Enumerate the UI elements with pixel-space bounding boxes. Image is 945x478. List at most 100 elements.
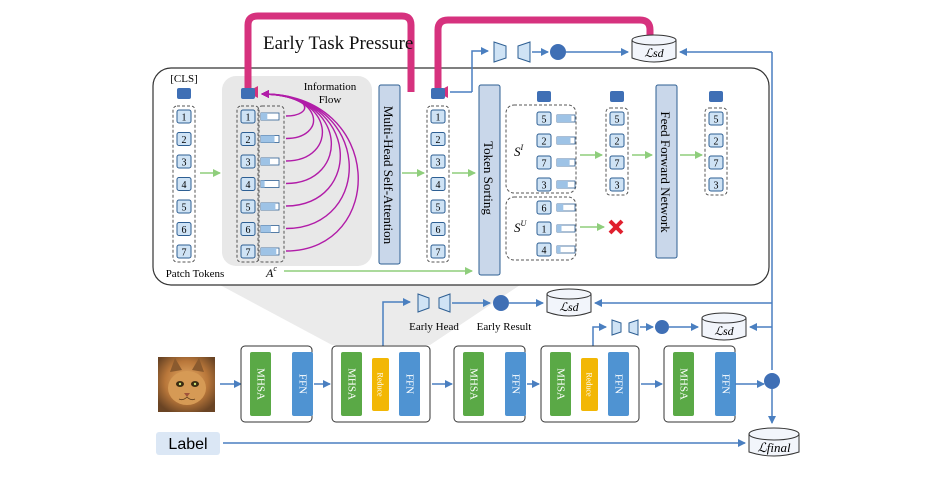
ffn-bar (655, 84, 678, 259)
token-box (430, 222, 446, 236)
attention-score-fill (261, 225, 271, 233)
token-box (536, 133, 552, 148)
col1-dash-box (172, 105, 196, 263)
ffn-module-label: FFN (510, 374, 522, 394)
token-box (609, 177, 625, 192)
token-number: 2 (182, 135, 187, 146)
ffn-module (608, 352, 629, 416)
mhsa-module (550, 352, 571, 416)
token-box (240, 222, 256, 236)
token-number: 2 (615, 137, 620, 148)
attention-score-label: Ac (265, 264, 277, 280)
set-su-label: SU (514, 219, 528, 235)
mid-early-result-node (493, 295, 509, 311)
early-head-label: Early Head (409, 321, 459, 333)
token-number: 5 (714, 115, 719, 126)
token-number: 4 (542, 246, 547, 257)
score-column-dash-box (257, 105, 285, 263)
mhsa-module (673, 352, 694, 416)
ffn-bar-label: Feed Forward Network (658, 111, 673, 233)
token-number: 1 (182, 113, 187, 124)
attention-score-fill (261, 248, 277, 255)
token-number: 1 (436, 113, 441, 124)
final-output-node (764, 373, 780, 389)
ffn-module-label: FFN (720, 374, 732, 394)
mhsa-module (341, 352, 362, 416)
token-box (609, 111, 625, 126)
mhsa-module-label: MHSA (255, 368, 267, 400)
reduce-module-label: Reduce (376, 373, 385, 397)
token-number: 5 (436, 203, 441, 214)
col2-dash-box (236, 105, 260, 263)
token-box (176, 154, 192, 169)
token-number: 5 (246, 203, 251, 214)
mhsa-module-label: MHSA (678, 368, 690, 400)
ffn-module (715, 352, 736, 416)
token-box (536, 221, 552, 236)
low-head-arrow (592, 323, 607, 346)
token-box (176, 222, 192, 236)
final-loss: ℒfinal (748, 427, 800, 457)
info-flow-arc (261, 90, 350, 230)
input-cat-image (156, 355, 217, 414)
ffn-module-label: FFN (613, 374, 625, 394)
attention-score-fill (261, 113, 268, 120)
token-box (430, 154, 446, 169)
top-early-result-node (550, 44, 566, 60)
drop-cross-icon (608, 219, 624, 235)
token-number: 3 (714, 181, 719, 192)
mid-head-arrow (382, 298, 411, 346)
ffn-module (505, 352, 526, 416)
info-flow-label-1: Information (304, 81, 357, 93)
cls-token-col3 (431, 88, 445, 99)
attention-score-fill (557, 137, 571, 144)
keptcol-dash-box (605, 107, 629, 196)
attention-score-fill (557, 115, 572, 122)
token-number: 5 (615, 115, 620, 126)
token-number: 3 (615, 181, 620, 192)
outcol-dash-box (704, 107, 728, 196)
label-box-text: Label (168, 436, 207, 453)
top-head-arrow-up (471, 47, 489, 92)
token-number: 7 (182, 248, 187, 259)
info-flow-label-2: Flow (319, 94, 342, 106)
early-pressure-loop-2 (434, 16, 654, 98)
ffn-module (399, 352, 420, 416)
token-box (176, 199, 192, 214)
token-box (536, 111, 552, 126)
mhsa-module (250, 352, 271, 416)
col3-dash-box (426, 105, 450, 263)
token-number: 2 (246, 135, 251, 146)
token-number: 3 (182, 158, 187, 169)
attention-score-fill (261, 203, 276, 210)
reduce-module-label: Reduce (585, 373, 594, 397)
token-box (708, 177, 724, 192)
token-sorting-label: Token Sorting (481, 141, 496, 215)
low-early-result-node (655, 320, 669, 334)
token-box (240, 154, 256, 169)
token-number: 6 (542, 204, 547, 215)
low-early-head-icon (611, 319, 639, 336)
token-number: 6 (436, 225, 441, 236)
token-number: 7 (542, 159, 547, 170)
ffn-module-label: FFN (404, 374, 416, 394)
reduce-module (372, 358, 389, 411)
token-number: 3 (436, 158, 441, 169)
token-box (708, 133, 724, 148)
set-si-box (505, 104, 577, 194)
mhsa-bar-label: Multi-Head Self-Attention (381, 106, 396, 245)
attention-score-fill (261, 180, 265, 188)
token-number: 1 (542, 225, 547, 236)
attention-score-fill (557, 181, 568, 188)
attention-score-fill (557, 225, 562, 232)
token-box (176, 244, 192, 259)
top-early-head-icon (493, 41, 531, 63)
token-box (708, 111, 724, 126)
top-loss-sd-label: ℒsd (644, 46, 664, 60)
